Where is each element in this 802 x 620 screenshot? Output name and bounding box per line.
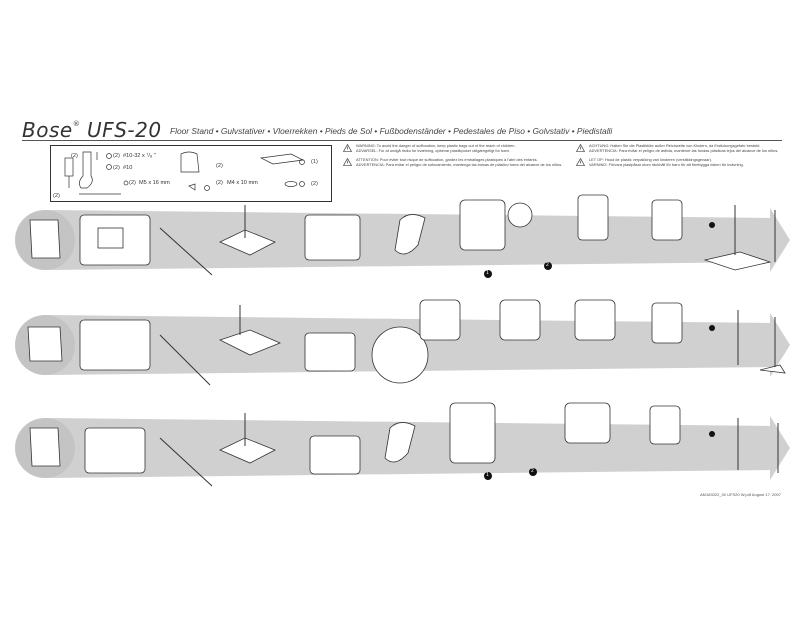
callout-1: 1 bbox=[486, 270, 489, 276]
cover-qty: (2) bbox=[216, 163, 223, 169]
cable-bundle bbox=[394, 214, 426, 255]
speaker-mount bbox=[449, 402, 496, 464]
washer-b bbox=[106, 164, 112, 170]
warning-line: LET OP: Houd de plastic verpakking van k… bbox=[589, 157, 712, 162]
warning-line: ADVARSEL: For at undgå risiko for kvælni… bbox=[356, 147, 511, 153]
row-3-illustration bbox=[15, 402, 790, 487]
header-rule bbox=[22, 140, 782, 141]
step-2-marker bbox=[544, 262, 552, 270]
footer-file-info: AM183322_00 UFS20 W.pdf August 17, 2007 bbox=[700, 492, 781, 497]
screw-a-label: #10-32 x ⁷/₈ " bbox=[123, 153, 156, 159]
qty-label: (2) bbox=[71, 153, 78, 159]
speaker-top bbox=[649, 405, 681, 445]
speaker-cover bbox=[180, 151, 200, 173]
screw-b-label: #10 bbox=[123, 165, 133, 171]
bracket-step-3 bbox=[309, 435, 361, 475]
m5-qty: (2) bbox=[129, 180, 136, 186]
speaker-connect bbox=[574, 299, 616, 341]
tray-marker bbox=[299, 159, 305, 165]
speaker-top bbox=[651, 302, 683, 344]
callout-1: 1 bbox=[486, 472, 489, 478]
warning-icon bbox=[343, 144, 352, 152]
speaker-side bbox=[564, 402, 611, 444]
step-2-marker bbox=[529, 468, 537, 476]
m4-label: M4 x 10 mm bbox=[227, 180, 258, 186]
speaker bbox=[27, 326, 63, 362]
stand-plate bbox=[79, 151, 93, 189]
warning-line: VARNING: Förvara plastpåsar utom räckhål… bbox=[589, 161, 744, 167]
speaker bbox=[29, 219, 61, 259]
speaker-mount bbox=[459, 199, 506, 251]
warning-block-3: ACHTUNG: Halten Sie die Plastiktüte auße… bbox=[589, 143, 779, 153]
bracket-plate bbox=[64, 157, 74, 177]
warning-line: ADVERTENCIA: Para evitar el peligro de s… bbox=[356, 161, 563, 167]
warning-line: ACHTUNG: Halten Sie die Plastiktüte auße… bbox=[589, 143, 761, 148]
screw-a-qty: (2) bbox=[113, 153, 120, 159]
speaker-top bbox=[651, 199, 683, 241]
screw-tool bbox=[159, 227, 213, 276]
m4-marker bbox=[204, 185, 210, 191]
foam-tray bbox=[259, 153, 305, 165]
screw-tool bbox=[159, 437, 213, 487]
warning-icon bbox=[576, 158, 585, 166]
warning-line: ATTENTION: Pour éviter tout risque de su… bbox=[356, 157, 538, 162]
subtitle: Floor Stand • Gulvstativer • Vloerrekken… bbox=[170, 126, 613, 136]
tray-qty: (1) bbox=[311, 159, 318, 165]
step-1-marker bbox=[484, 270, 492, 278]
brand-name: Bose bbox=[22, 118, 73, 142]
bracket-step-3 bbox=[304, 332, 356, 372]
step-1-marker bbox=[484, 472, 492, 480]
instruction-row-2 bbox=[0, 295, 802, 395]
cable-bundle bbox=[384, 422, 416, 463]
bracket-step-1 bbox=[84, 427, 146, 474]
floor-base bbox=[759, 364, 786, 374]
parts-illustration bbox=[64, 151, 305, 195]
instruction-row-3: 1 2 bbox=[0, 398, 802, 498]
warning-block-2: ATTENTION: Pour éviter tout risque de su… bbox=[356, 157, 571, 167]
callout-2: 2 bbox=[531, 468, 534, 474]
detail-zoom bbox=[371, 326, 429, 384]
bracket-step-1 bbox=[79, 319, 151, 371]
foot-qty: (2) bbox=[311, 181, 318, 187]
bracket-qty: (2) bbox=[53, 193, 60, 199]
bracket-window bbox=[97, 227, 124, 249]
row-1-illustration bbox=[15, 194, 790, 278]
bracket-step-3 bbox=[304, 214, 361, 261]
screw-tool bbox=[159, 334, 211, 386]
washer-a bbox=[106, 153, 112, 159]
base-plate bbox=[219, 229, 276, 256]
feet-marker bbox=[709, 431, 715, 437]
registered-mark: ® bbox=[72, 120, 81, 128]
speaker bbox=[29, 427, 61, 467]
feet-marker bbox=[709, 222, 715, 228]
parts-box: (2) (2) #10-32 x ⁷/₈ " (2) #10 (2) M5 x … bbox=[50, 145, 332, 202]
model-name: UFS-20 bbox=[87, 118, 162, 142]
floor-base bbox=[703, 251, 772, 271]
instruction-row-1: 1 2 bbox=[0, 190, 802, 290]
warning-icon bbox=[343, 158, 352, 166]
brand-title: Bose® UFS-20 bbox=[22, 118, 162, 142]
warning-line: WARNING: To avoid the danger of suffocat… bbox=[356, 143, 516, 148]
speaker-mount bbox=[419, 299, 461, 341]
warning-icon bbox=[576, 144, 585, 152]
callout-2: 2 bbox=[546, 262, 549, 268]
m4-screw bbox=[188, 183, 196, 191]
base-plate bbox=[219, 437, 276, 464]
speaker-wire bbox=[499, 299, 541, 341]
m5-washer bbox=[123, 180, 129, 186]
warning-block-1: WARNING: To avoid the danger of suffocat… bbox=[356, 143, 571, 153]
feet-marker bbox=[709, 325, 715, 331]
warning-block-4: LET OP: Houd de plastic verpakking van k… bbox=[589, 157, 779, 167]
warning-line: ADVERTENCIA: Para evitar el peligro de a… bbox=[589, 147, 779, 153]
row-2-illustration bbox=[15, 299, 790, 386]
detail-zoom bbox=[507, 202, 533, 228]
foot-marker bbox=[299, 181, 305, 187]
m4-qty: (2) bbox=[216, 180, 223, 186]
rubber-foot bbox=[284, 181, 298, 187]
m5-label: M5 x 16 mm bbox=[139, 180, 170, 186]
screw-b-qty: (2) bbox=[113, 165, 120, 171]
speaker-side bbox=[577, 194, 609, 241]
